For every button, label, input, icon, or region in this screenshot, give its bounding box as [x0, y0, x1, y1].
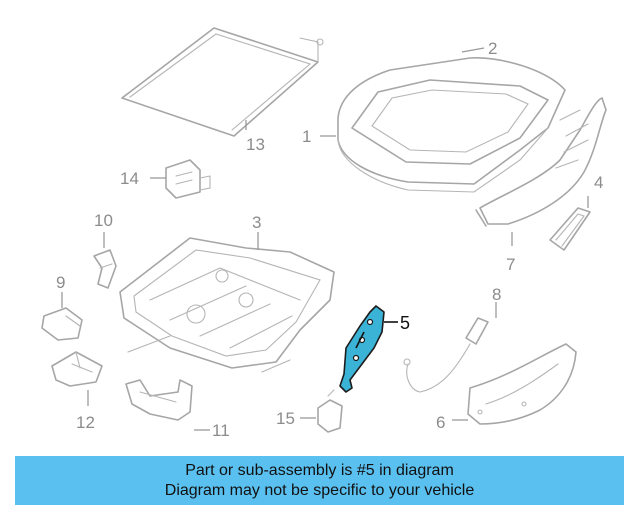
callout-12: 12 [76, 413, 95, 432]
part-11-bracket [125, 379, 193, 421]
parts-diagram: 13 2 1 14 3 10 9 12 11 15 7 4 8 6 5 [41, 27, 607, 440]
callout-13: 13 [246, 135, 265, 154]
part-14-connector [165, 159, 211, 199]
callout-10: 10 [94, 211, 113, 230]
part-13-heater-pad [121, 27, 324, 137]
part-4-switch [549, 207, 591, 251]
part-5-highlighted-bracket [339, 305, 385, 393]
part-10-clip [93, 249, 117, 289]
callout-8: 8 [492, 285, 501, 304]
banner-line-part-number: Part or sub-assembly is #5 in diagram [185, 461, 454, 479]
part-1-2-seat-cushion [337, 57, 566, 193]
callout-1: 1 [302, 127, 311, 146]
callout-11: 11 [212, 421, 230, 440]
callout-4: 4 [594, 173, 603, 192]
part-7-side-shield [475, 97, 607, 227]
callout-6: 6 [436, 413, 445, 432]
part-6-trim-panel [467, 343, 577, 425]
callout-9: 9 [56, 273, 65, 292]
part-3-seat-frame [119, 237, 335, 373]
callout-numbers: 13 2 1 14 3 10 9 12 11 15 7 4 8 6 5 [56, 39, 603, 440]
part-12-bracket [51, 351, 103, 387]
callout-3: 3 [252, 213, 261, 232]
part-8-cable [403, 317, 489, 393]
callout-2: 2 [488, 39, 497, 58]
info-banner: Part or sub-assembly is #5 in diagram Di… [15, 456, 624, 505]
part-9-cover [41, 307, 83, 341]
callout-14: 14 [120, 169, 139, 188]
callout-7: 7 [506, 255, 515, 274]
callout-15: 15 [276, 409, 295, 428]
callout-leaders [61, 47, 589, 431]
callout-5: 5 [400, 313, 410, 333]
part-15-pin [317, 389, 343, 433]
banner-line-disclaimer: Diagram may not be specific to your vehi… [164, 481, 475, 499]
